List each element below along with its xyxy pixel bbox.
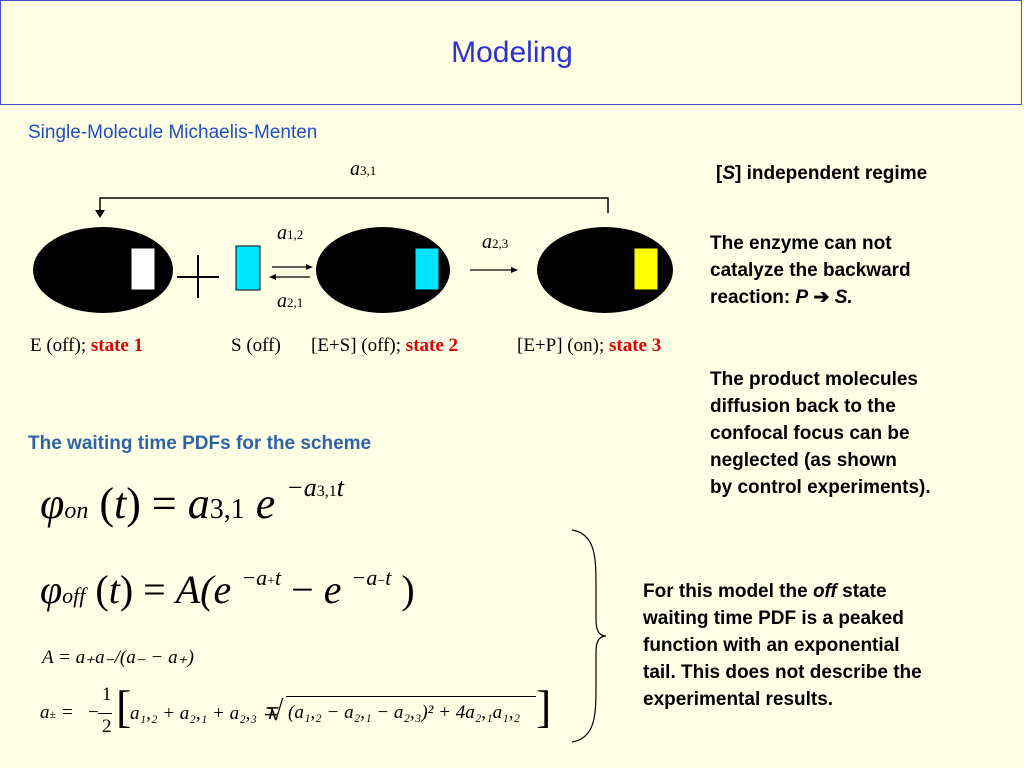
curly-brace — [571, 529, 607, 743]
backward-note: The enzyme can not catalyze the backward… — [710, 233, 911, 308]
bound-substrate — [414, 247, 440, 291]
equation-a-pm: a± = − 1 2 [ a₁,₂ + a₂,₁ + a₂,₃ ∓ √ (a₁,… — [40, 681, 552, 737]
regime-note: [S] independent regime — [716, 163, 928, 184]
rate-a23: a2,3 — [482, 231, 509, 253]
return-path-line — [99, 197, 609, 215]
title-frame — [0, 0, 1022, 105]
equation-A: A = a₊a₋/(a₋ − a₊) — [42, 647, 194, 668]
active-site-free — [130, 247, 156, 291]
model-note: For this model the off state waiting tim… — [643, 581, 922, 710]
waiting-time-heading: The waiting time PDFs for the scheme — [28, 433, 372, 454]
substrate-block — [235, 245, 261, 291]
equation-phi-on: φon (t) = a3,1 e −a3,1t — [40, 473, 345, 528]
label-state3: [E+P] (on); state 3 — [517, 335, 662, 356]
diffusion-note: The product molecules diffusion back to … — [710, 369, 931, 498]
slide-subtitle: Single-Molecule Michaelis-Menten — [28, 122, 318, 143]
return-arrowhead — [95, 210, 105, 218]
label-state1: E (off); state 1 — [30, 335, 144, 356]
label-substrate: S (off) — [231, 335, 281, 356]
rate-a21: a2,1 — [277, 290, 304, 312]
label-state2: [E+S] (off); state 2 — [311, 335, 459, 356]
equation-phi-off: φoff (t) = A(e −a+t − e −a−t ) — [40, 565, 415, 612]
reaction-scheme — [33, 197, 673, 313]
rate-a12: a1,2 — [277, 222, 304, 244]
bound-product — [633, 247, 659, 291]
rate-a31: a3,1 — [350, 158, 377, 180]
slide-title: Modeling — [451, 36, 573, 69]
